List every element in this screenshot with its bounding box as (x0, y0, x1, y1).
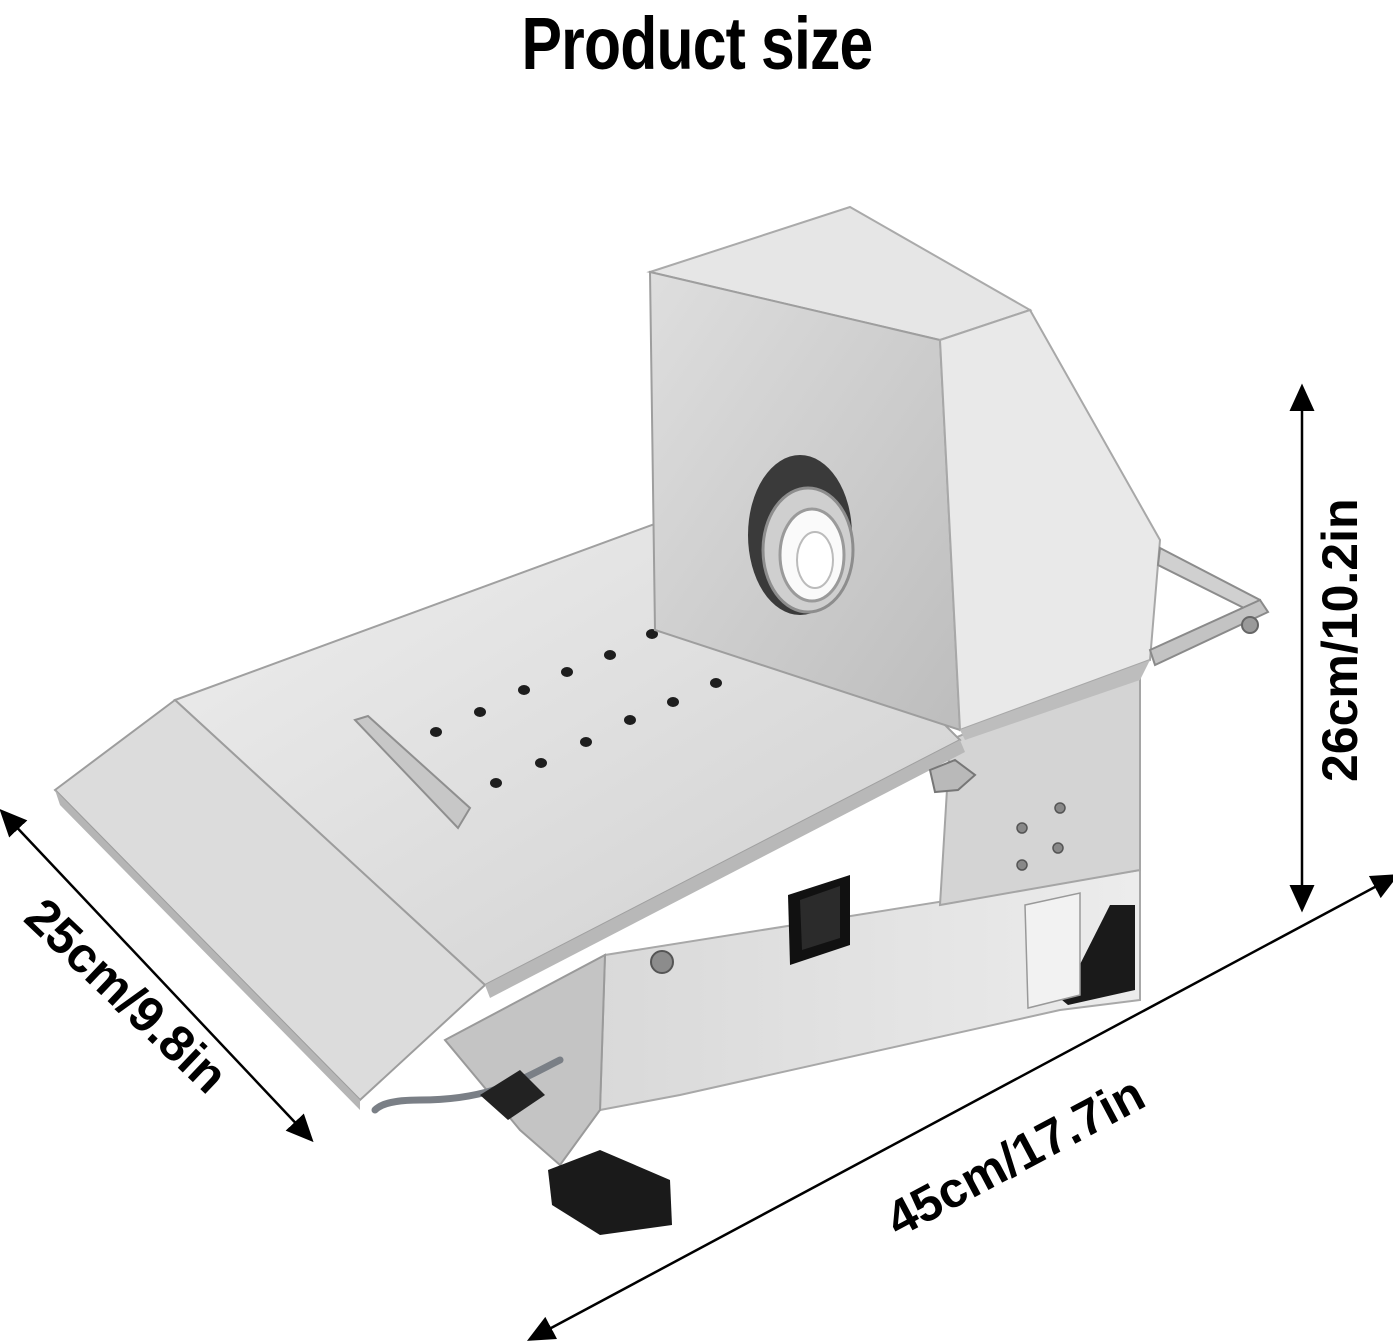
title-text: Product size (521, 1, 873, 85)
wing-nut (928, 758, 977, 794)
page-title: Product size (0, 0, 1393, 86)
indicator-knob (650, 950, 674, 974)
dimension-depth (0, 808, 314, 1143)
sausage-stuffer-machine (53, 205, 1270, 1235)
side-screws (1016, 802, 1066, 871)
stuffing-nozzle (748, 455, 855, 615)
tray-handle (353, 714, 472, 830)
width-label: 45cm/17.7in (877, 1065, 1154, 1248)
dimension-width (526, 874, 1393, 1341)
spec-label (1024, 892, 1081, 1009)
side-handle (1148, 546, 1270, 667)
tray-holes (430, 629, 722, 788)
height-label: 26cm/10.2in (1312, 498, 1368, 782)
foot-front-left (548, 1150, 672, 1235)
motor-box-side (938, 308, 1162, 732)
